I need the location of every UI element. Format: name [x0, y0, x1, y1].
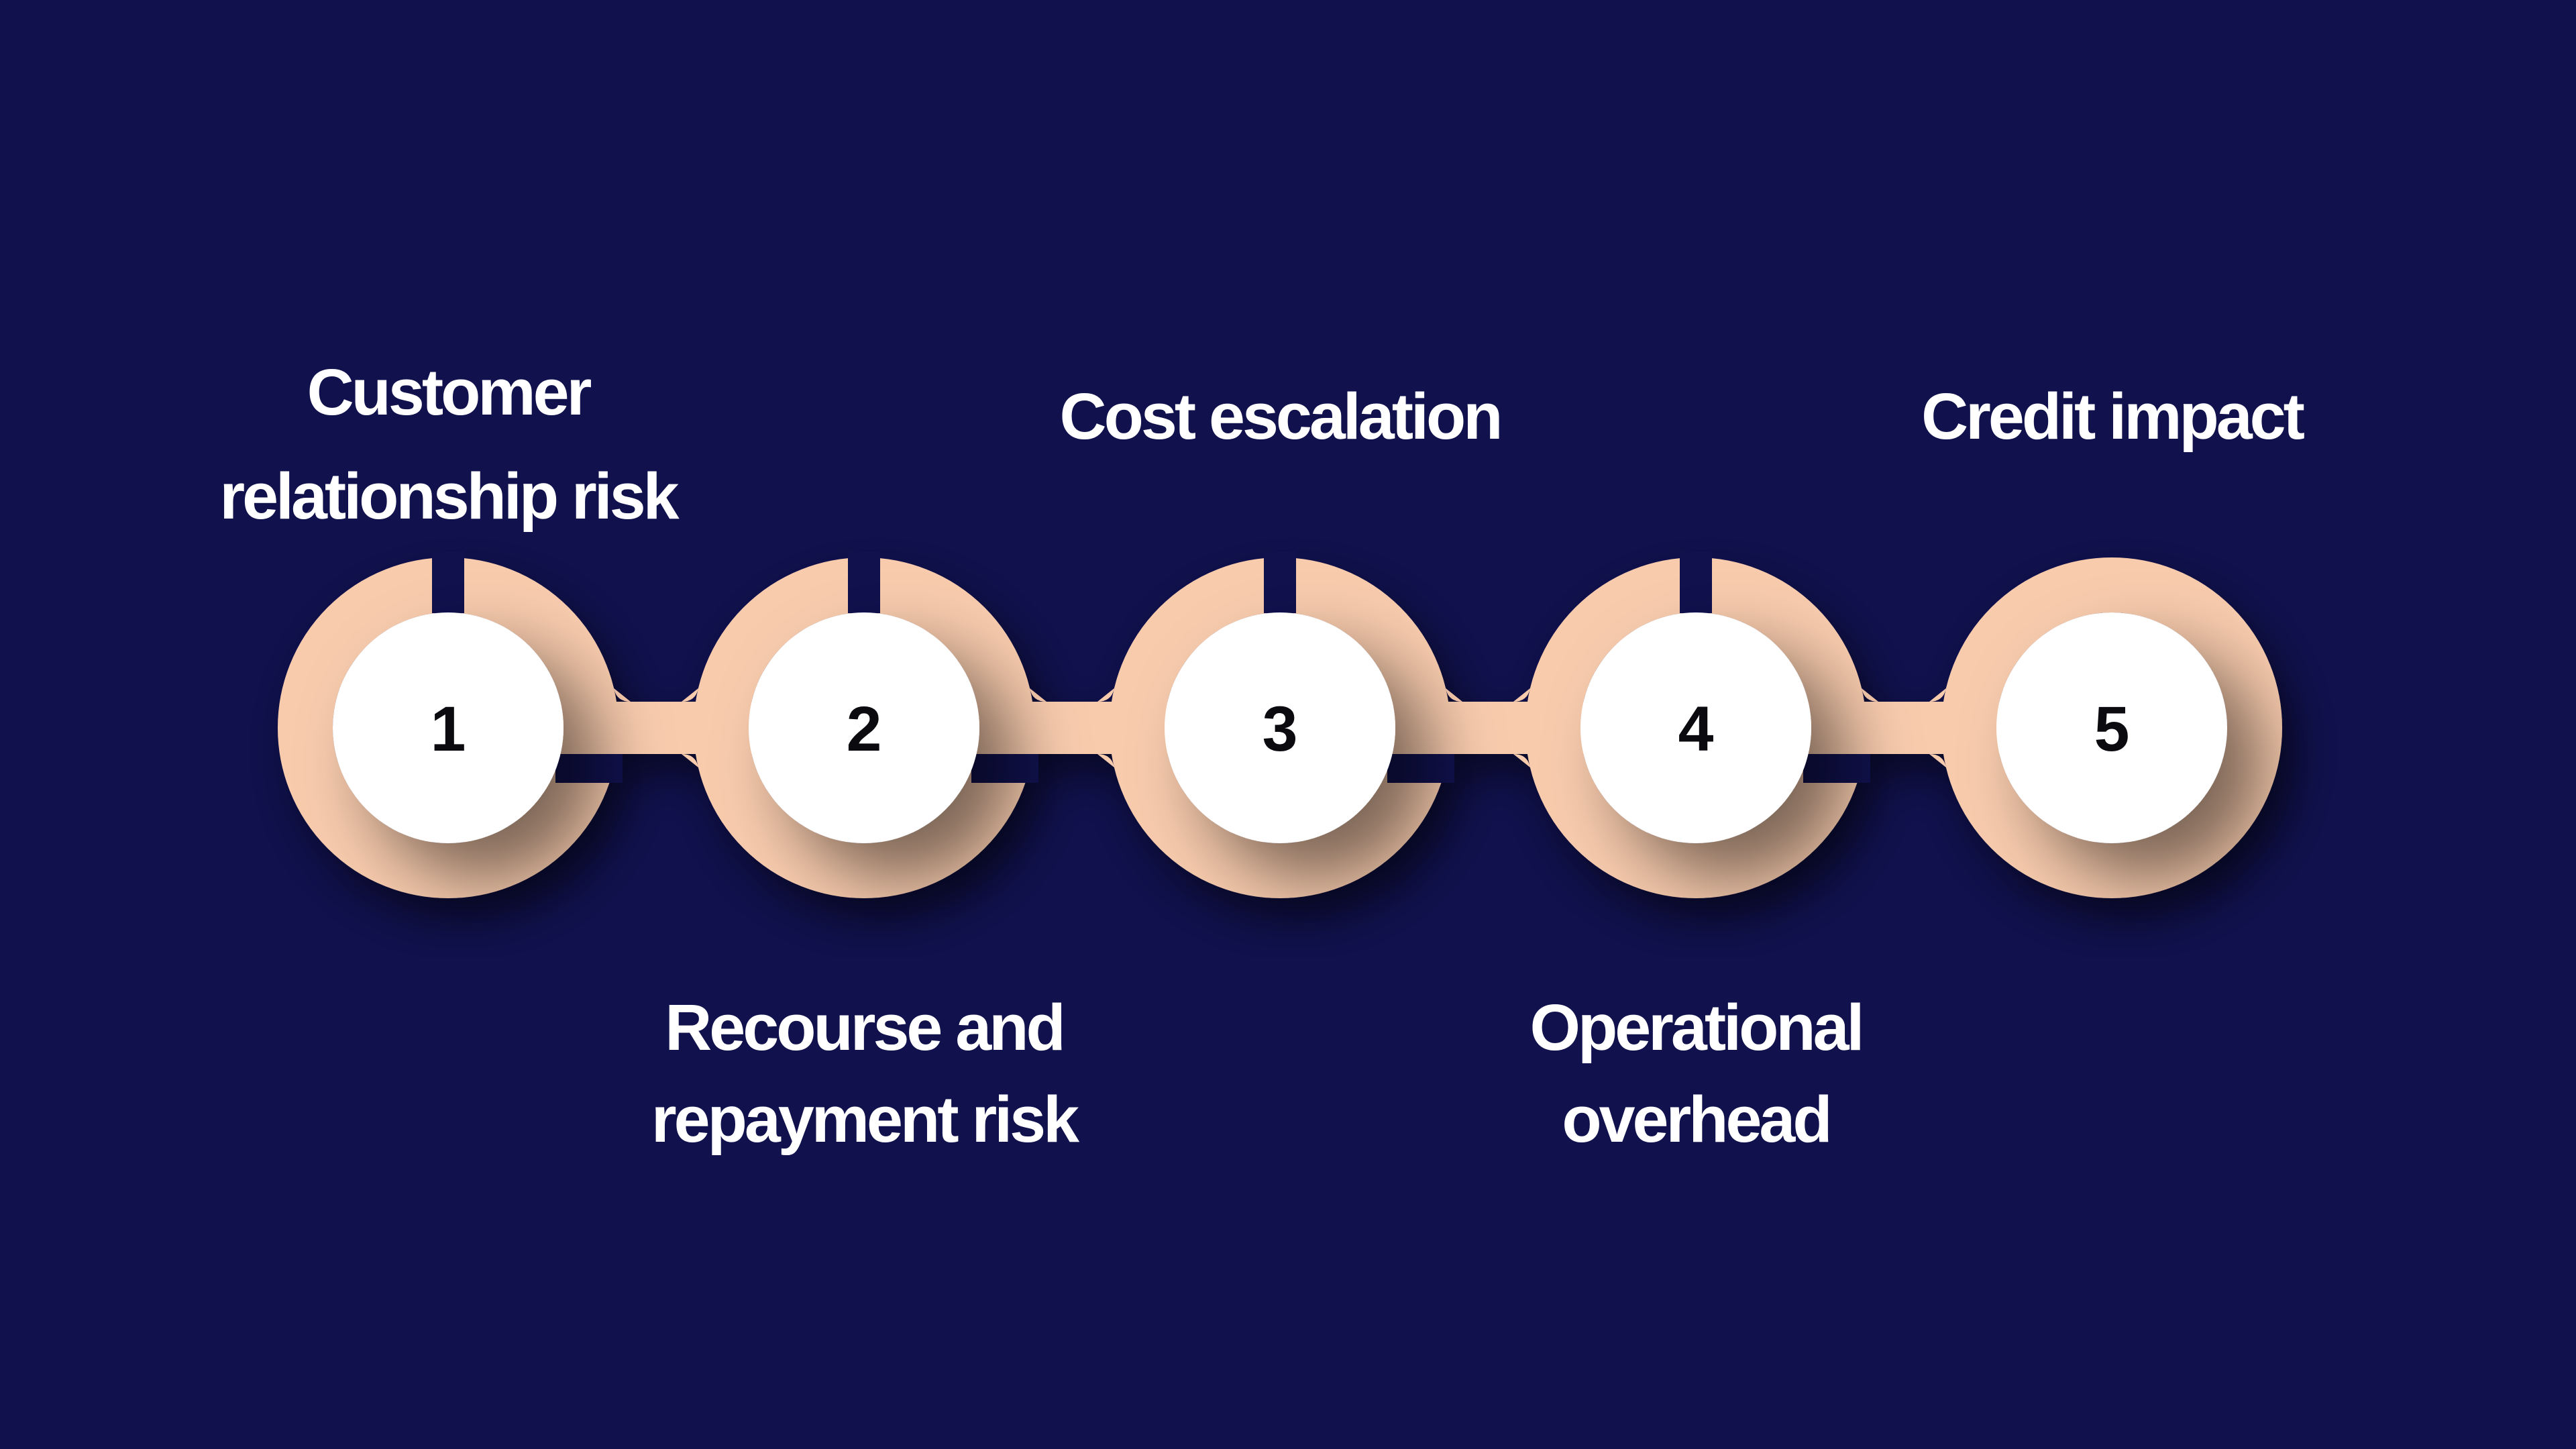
step-4-ring-gap	[1803, 754, 1870, 783]
junction-fillet	[1862, 688, 1878, 702]
step-3-inner-circle	[1165, 612, 1395, 843]
step-1-label-line-2: relationship risk	[219, 460, 680, 533]
junction-fillet	[1929, 754, 1946, 767]
step-2-top-notch	[848, 551, 880, 613]
step-3-ring-gap	[1387, 754, 1454, 783]
step-3-label-line-1: Cost escalation	[1060, 380, 1501, 453]
step-5-ring	[1941, 557, 2282, 898]
junction-fillet	[614, 688, 631, 702]
ring-cuts	[432, 551, 1870, 783]
junction-fillet	[1097, 688, 1114, 702]
junction-fillet	[1513, 688, 1530, 702]
step-1-top-notch	[432, 551, 464, 613]
step-4-top-notch	[1680, 551, 1712, 613]
step-2-number: 2	[847, 694, 882, 765]
step-2-inner-circle	[749, 612, 979, 843]
step-3-number: 3	[1263, 694, 1298, 765]
step-1-inner-circle	[333, 612, 564, 843]
step-1-label-line-1: Customer	[307, 356, 592, 429]
step-5-number: 5	[2094, 694, 2130, 765]
junction-fillet	[1929, 688, 1946, 702]
step-2-ring-gap	[971, 754, 1038, 783]
step-2-label-line-2: repayment risk	[651, 1083, 1080, 1156]
step-4-label-line-2: overhead	[1562, 1083, 1829, 1156]
junction-fillet	[682, 754, 698, 767]
step-4-label-line-1: Operational	[1530, 991, 1862, 1064]
junction-fillet	[1513, 754, 1530, 767]
step-4-number: 4	[1678, 694, 1714, 765]
step-5-label-line-1: Credit impact	[1921, 380, 2305, 453]
step-3-top-notch	[1264, 551, 1296, 613]
step-2-label-line-1: Recourse and	[665, 991, 1063, 1064]
step-1-number: 1	[431, 694, 466, 765]
junction-fillet	[682, 688, 698, 702]
step-4-inner-circle	[1580, 612, 1811, 843]
step-5-inner-circle	[1996, 612, 2227, 843]
junction-fillet	[1097, 754, 1114, 767]
junction-fillet	[1446, 688, 1462, 702]
step-1-ring-gap	[555, 754, 623, 783]
junction-fillet	[1030, 688, 1046, 702]
